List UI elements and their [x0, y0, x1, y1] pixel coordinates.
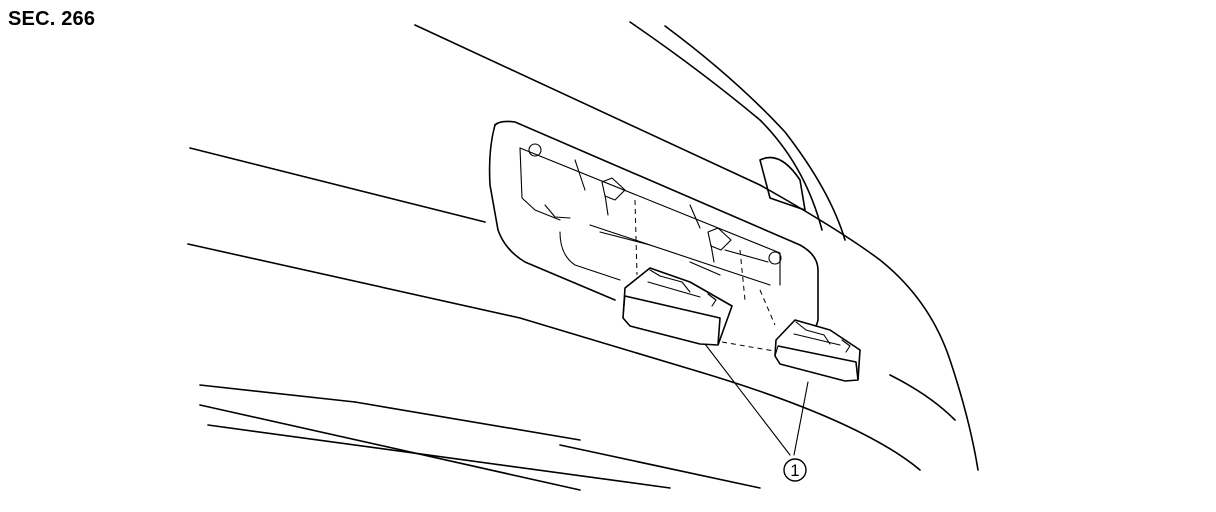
- callout-leaders: [704, 343, 809, 456]
- callout-marker-1: 1: [783, 458, 807, 482]
- vehicle-body-outline: [187, 21, 979, 491]
- alignment-lines: [634, 199, 781, 353]
- license-lamp-right: [774, 319, 861, 382]
- section-label: SEC. 266: [8, 8, 96, 30]
- callout-number: 1: [790, 461, 799, 480]
- license-lamp-left: [622, 267, 733, 346]
